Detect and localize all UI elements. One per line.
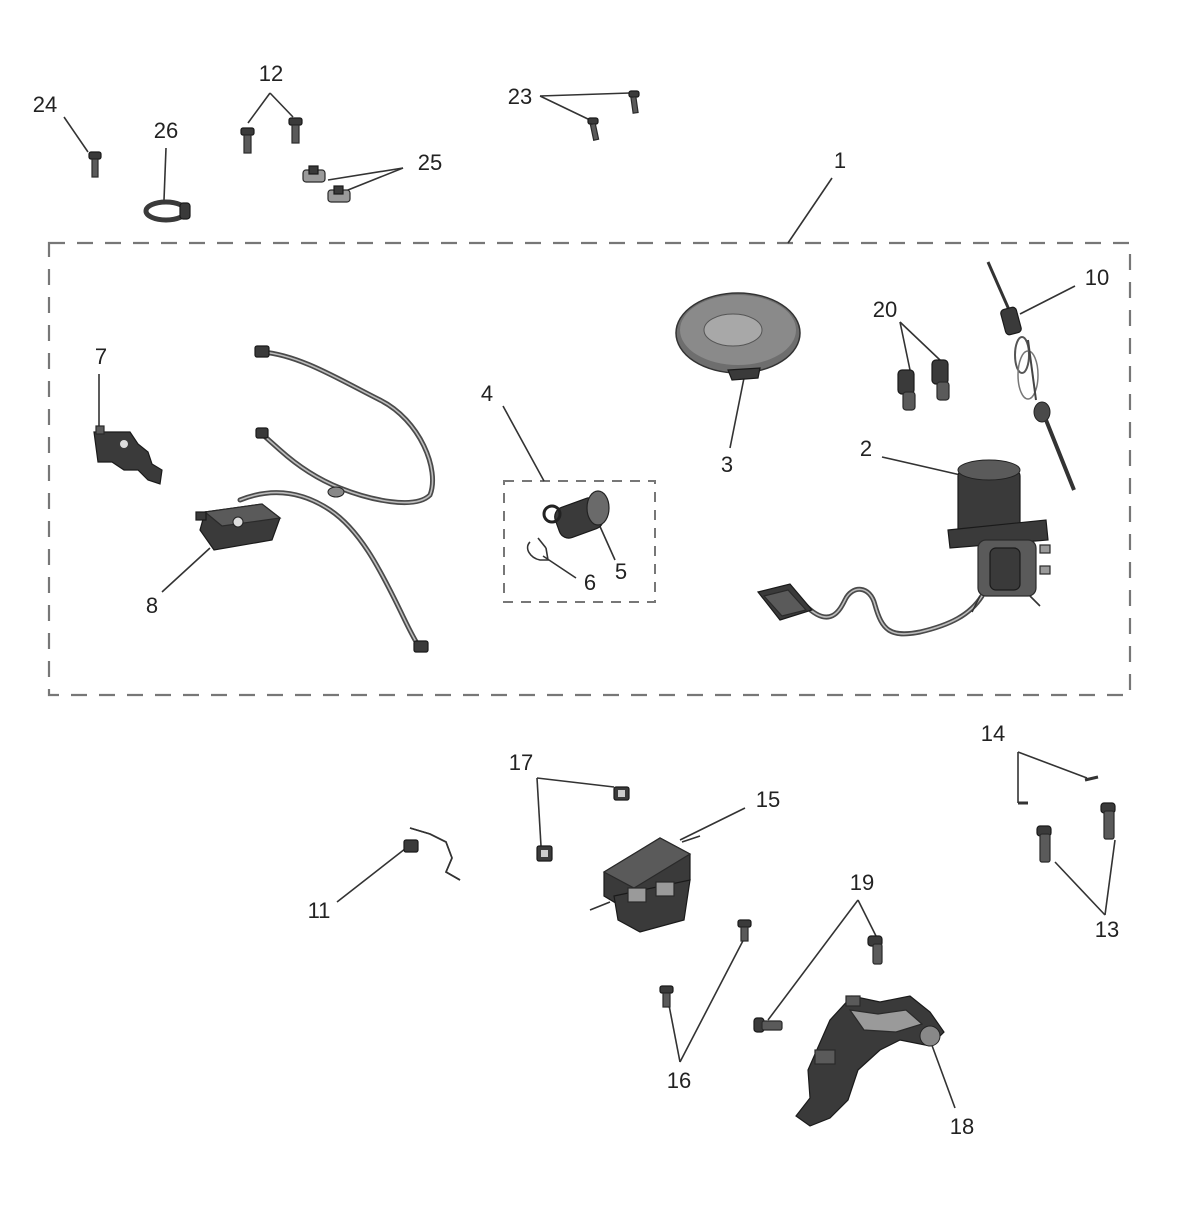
clip-17a-icon <box>613 786 630 801</box>
holder-15-icon <box>589 835 701 933</box>
kit-boundary-box <box>47 241 1132 697</box>
loop-clip-26-icon <box>143 199 191 223</box>
callout-6: 6 <box>584 570 596 595</box>
clamp-25b-icon <box>327 185 351 203</box>
callout-7: 7 <box>95 344 107 369</box>
screw-23a-icon <box>628 90 640 114</box>
callout-24: 24 <box>33 92 57 117</box>
callout-3: 3 <box>721 452 733 477</box>
leader-23b <box>539 95 591 121</box>
callout-25: 25 <box>418 150 442 175</box>
callout-23: 23 <box>508 84 532 109</box>
bracket-18-icon <box>795 995 945 1127</box>
leader-25b <box>337 167 404 195</box>
bolt-19a-icon <box>867 935 883 965</box>
clip-17b-icon <box>536 845 553 862</box>
leader-19b <box>767 899 859 1021</box>
callout-19: 19 <box>850 870 874 895</box>
callout-15: 15 <box>756 787 780 812</box>
leader-17b <box>536 777 542 847</box>
leader-12a <box>247 92 271 124</box>
callout-12: 12 <box>259 61 283 86</box>
plug-20a-icon <box>897 369 916 411</box>
leader-24 <box>63 116 89 153</box>
callout-4: 4 <box>481 381 493 406</box>
callout-14: 14 <box>981 721 1005 746</box>
leader-11 <box>336 844 411 903</box>
callout-labels: 1 2 3 4 5 6 7 8 10 11 12 13 14 15 16 17 … <box>33 61 1119 1139</box>
leader-25a <box>327 167 404 181</box>
leader-18 <box>929 1039 956 1109</box>
subkit-boundary-box <box>503 480 656 603</box>
leader-26 <box>163 147 167 201</box>
leader-2 <box>881 456 966 477</box>
screw-24-icon <box>88 151 102 178</box>
leader-23a <box>539 92 631 97</box>
leader-1 <box>787 177 833 244</box>
leader-16a <box>667 999 681 1063</box>
leader-3 <box>729 372 746 449</box>
callout-8: 8 <box>146 593 158 618</box>
lock-barrel-5-icon <box>542 490 610 539</box>
leader-14b <box>1017 751 1088 779</box>
leader-20b <box>899 321 941 361</box>
callout-18: 18 <box>950 1114 974 1139</box>
leader-12b <box>269 92 294 118</box>
callout-2: 2 <box>860 436 872 461</box>
retaining-clip-6-icon <box>526 537 549 561</box>
leader-lines <box>63 92 1116 1109</box>
callout-17: 17 <box>509 750 533 775</box>
clamp-25a-icon <box>302 165 326 183</box>
screw-16b-icon <box>737 919 752 942</box>
callout-1: 1 <box>834 148 846 173</box>
leader-16b <box>679 932 748 1063</box>
callout-5: 5 <box>615 559 627 584</box>
screw-12b-icon <box>288 117 303 144</box>
ignition-switch-2-icon <box>756 459 1051 637</box>
leader-13b <box>1054 861 1106 916</box>
leader-19a <box>857 899 879 941</box>
leader-15 <box>679 807 746 841</box>
leader-17a <box>536 777 615 788</box>
callout-11: 11 <box>308 898 331 923</box>
plug-20b-icon <box>931 359 950 401</box>
screw-12a-icon <box>240 127 255 154</box>
callout-16: 16 <box>667 1068 691 1093</box>
leader-5 <box>597 521 616 561</box>
callout-20: 20 <box>873 297 897 322</box>
fuel-cap-3-icon <box>675 292 801 381</box>
bracket-clip-11-icon <box>403 827 461 881</box>
screw-23b-icon <box>587 117 600 141</box>
wiring-harness-8-icon <box>195 345 436 653</box>
leader-10 <box>1019 285 1076 315</box>
bolt-19b-icon <box>753 1017 783 1033</box>
leader-4 <box>502 405 545 482</box>
pin-14b-icon <box>1084 775 1099 782</box>
bolt-13b-icon <box>1036 825 1052 863</box>
callout-26: 26 <box>154 118 178 143</box>
bolt-13a-icon <box>1100 802 1116 840</box>
callout-10: 10 <box>1085 265 1109 290</box>
bracket-7-icon <box>93 425 163 485</box>
leader-13a <box>1104 839 1116 916</box>
leader-20a <box>899 321 911 371</box>
screw-16a-icon <box>659 985 674 1008</box>
sensor-10-icon <box>986 261 1076 491</box>
callout-13: 13 <box>1095 917 1119 942</box>
leader-8 <box>161 547 211 593</box>
